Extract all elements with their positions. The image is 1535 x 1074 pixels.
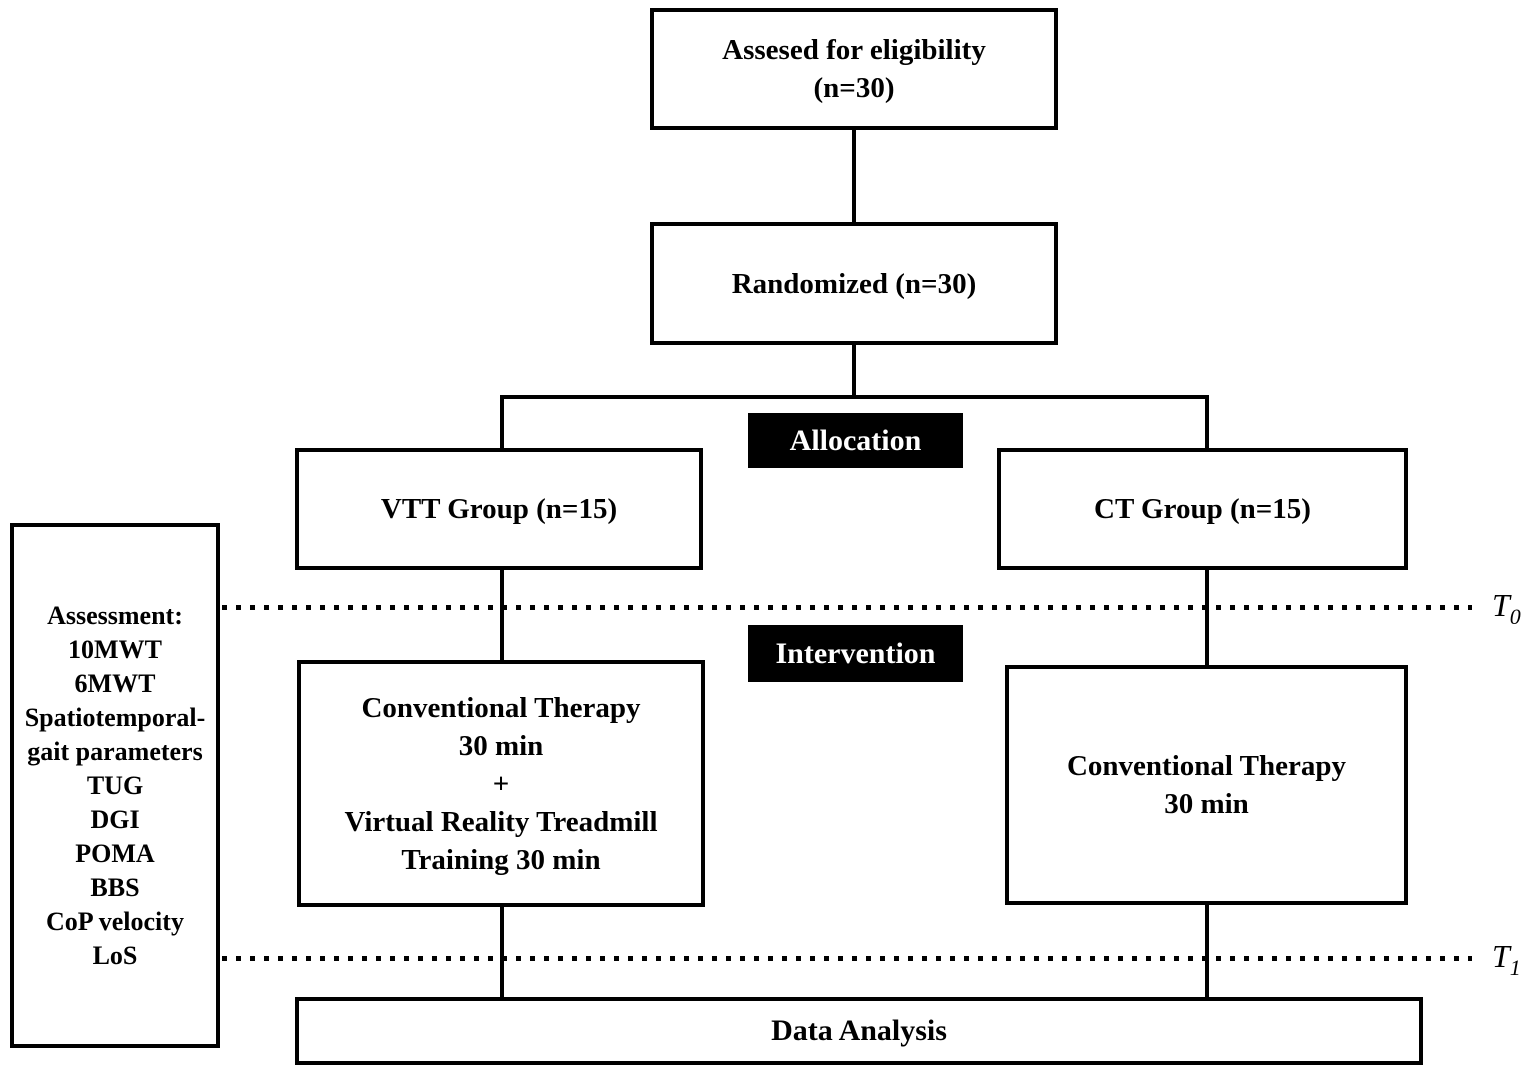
vtt-intervention-text: Conventional Therapy 30 min + Virtual Re… <box>344 689 657 879</box>
vtt-group-label: VTT Group (n=15) <box>380 493 618 525</box>
assessment-item: 6MWT <box>74 668 156 698</box>
allocation-label: Allocation <box>789 423 922 457</box>
t1-base: T <box>1492 938 1510 974</box>
timepoint-t1-label: T1 <box>1492 936 1521 988</box>
vtt-intervention-box: Conventional Therapy 30 min + Virtual Re… <box>297 660 705 907</box>
timepoint-t1-dotted-line <box>222 956 1472 961</box>
connector-eligibility-randomized <box>852 130 856 222</box>
randomized-box: Randomized (n=30) <box>650 222 1058 345</box>
timepoint-t0-label: T0 <box>1492 585 1521 637</box>
t0-subscript: 0 <box>1509 604 1521 629</box>
assessment-item: 10MWT <box>68 634 162 664</box>
connector-ct-dataanalysis <box>1205 903 1209 999</box>
connector-vtt-intervention <box>500 570 504 662</box>
vtt-intervention-line: Training 30 min <box>401 843 601 876</box>
connector-randomized-split <box>852 345 856 397</box>
eligibility-box: Assesed for eligibility (n=30) <box>650 8 1058 130</box>
eligibility-line2: (n=30) <box>813 72 895 104</box>
assessment-item: BBS <box>90 872 140 902</box>
assessment-item: DGI <box>90 804 140 834</box>
assessment-item: LoS <box>92 940 138 970</box>
connector-split-ct <box>1205 395 1209 448</box>
vtt-intervention-line: + <box>492 767 510 800</box>
vtt-intervention-line: Virtual Reality Treadmill <box>344 805 658 838</box>
allocation-ribbon: Allocation <box>748 413 963 468</box>
timepoint-t0-dotted-line <box>222 605 1472 610</box>
assessment-heading: Assessment: <box>47 600 183 630</box>
intervention-label: Intervention <box>775 636 936 670</box>
ct-intervention-line: 30 min <box>1164 788 1249 820</box>
assessment-item: gait parameters <box>27 736 203 766</box>
connector-split-vtt <box>500 395 504 448</box>
ct-intervention-line: Conventional Therapy <box>1066 750 1347 782</box>
t0-base: T <box>1492 587 1510 623</box>
eligibility-line1: Assesed for eligibility <box>722 34 986 66</box>
t1-subscript: 1 <box>1509 955 1521 980</box>
assessment-sidebar-box: Assessment: 10MWT 6MWT Spatiotemporal- g… <box>10 523 220 1048</box>
data-analysis-box: Data Analysis <box>295 997 1423 1065</box>
eligibility-text: Assesed for eligibility (n=30) <box>722 31 986 107</box>
vtt-intervention-line: Conventional Therapy <box>361 691 641 724</box>
connector-vtt-dataanalysis <box>500 905 504 999</box>
assessment-item: TUG <box>86 770 144 800</box>
ct-group-label: CT Group (n=15) <box>1094 493 1311 525</box>
ct-intervention-text: Conventional Therapy 30 min <box>1067 747 1346 823</box>
data-analysis-label: Data Analysis <box>771 1014 947 1047</box>
vtt-intervention-line: 30 min <box>458 729 544 762</box>
assessment-item: Spatiotemporal- <box>24 702 206 732</box>
connector-split-horizontal <box>500 395 1209 399</box>
randomized-label: Randomized (n=30) <box>731 267 977 300</box>
connector-ct-intervention <box>1205 570 1209 667</box>
ct-group-box: CT Group (n=15) <box>997 448 1408 570</box>
intervention-ribbon: Intervention <box>748 625 963 682</box>
ct-intervention-box: Conventional Therapy 30 min <box>1005 665 1408 905</box>
assessment-item: POMA <box>75 838 155 868</box>
assessment-item: CoP velocity <box>46 906 184 936</box>
vtt-group-box: VTT Group (n=15) <box>295 448 703 570</box>
